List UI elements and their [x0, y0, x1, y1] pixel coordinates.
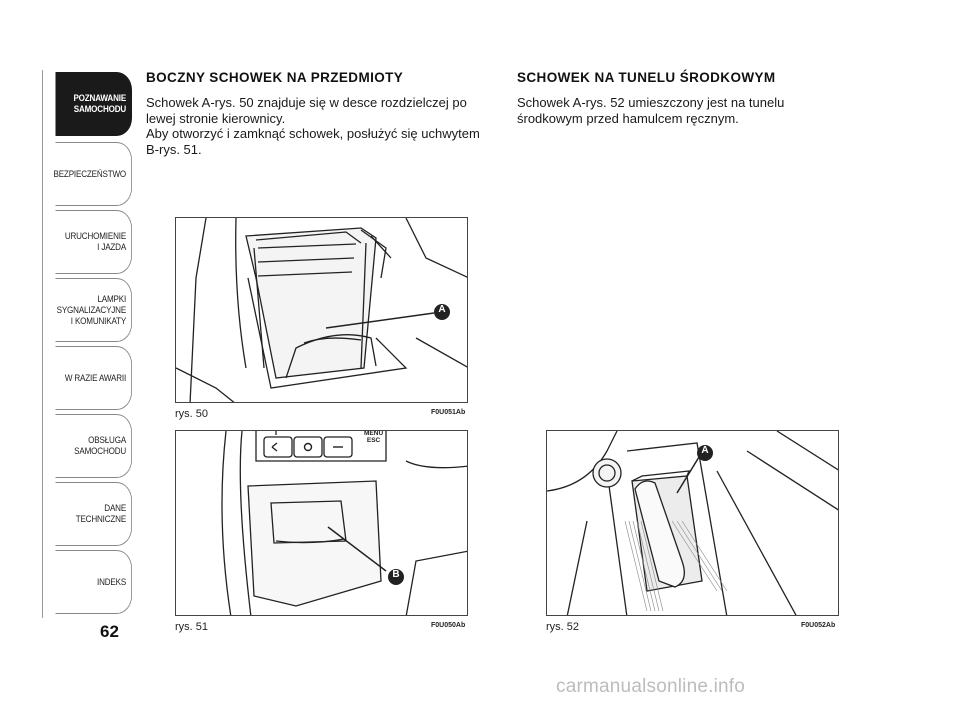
tab-w-razie-awarii[interactable]: W RAZIE AWARII — [55, 346, 132, 410]
section-body-side-compartment: Schowek A-rys. 50 znajduje się w desce r… — [146, 95, 480, 157]
tab-uruchomienie-i-jazda[interactable]: URUCHOMIENIE I JAZDA — [55, 210, 132, 274]
figure-52-code: F0U052Ab — [801, 622, 836, 629]
callout-a-label-52: A — [701, 445, 709, 456]
section-title-side-compartment: BOCZNY SCHOWEK NA PRZEDMIOTY — [146, 70, 404, 85]
callout-a-marker-52 — [697, 445, 713, 461]
esc-label: ESC — [366, 437, 381, 444]
section-title-tunnel-compartment: SCHOWEK NA TUNELU ŚRODKOWYM — [517, 70, 776, 85]
section-body-tunnel-compartment: Schowek A-rys. 52 umieszczony jest na tu… — [517, 95, 785, 126]
watermark: carmanualsonline.info — [556, 676, 746, 697]
tunnel-compartment-drawing — [547, 431, 838, 615]
figure-51-illustration: MENU ESC B — [175, 430, 468, 616]
tab-lampki-sygnalizacyjne[interactable]: LAMPKI SYGNALIZACYJNE I KOMUNIKATY — [55, 278, 132, 342]
figure-52-illustration: A — [546, 430, 839, 616]
tab-poznawanie-samochodu[interactable]: POZNAWANIE SAMOCHODU — [55, 72, 132, 136]
figure-50-code: F0U051Ab — [431, 409, 466, 416]
right-section: SCHOWEK NA TUNELU ŚRODKOWYM Schowek A-ry… — [517, 70, 867, 126]
callout-b-marker — [388, 569, 404, 585]
callout-a-marker — [434, 304, 450, 320]
tab-dane-techniczne[interactable]: DANE TECHNICZNE — [55, 482, 132, 546]
tab-obsluga-samochodu[interactable]: OBSŁUGA SAMOCHODU — [55, 414, 132, 478]
tab-indeks[interactable]: INDEKS — [55, 550, 132, 614]
callout-b-label: B — [392, 569, 400, 580]
figure-52-caption: rys. 52 — [546, 621, 580, 633]
tab-bezpieczenstwo[interactable]: BEZPIECZEŃSTWO — [53, 142, 132, 206]
callout-a-label: A — [438, 304, 446, 315]
left-section: BOCZNY SCHOWEK NA PRZEDMIOTY Schowek A-r… — [146, 70, 496, 157]
page-number: 62 — [100, 622, 119, 641]
sidebar-rule — [42, 70, 43, 618]
menu-esc-label: MENU ESC — [364, 430, 384, 444]
figure-50-caption: rys. 50 — [175, 408, 209, 420]
glovebox-handle-drawing — [221, 431, 467, 615]
menu-label: MENU — [364, 430, 384, 437]
figure-51-caption: rys. 51 — [175, 621, 209, 633]
figure-51-code: F0U050Ab — [431, 622, 466, 629]
glovebox-open-drawing — [176, 218, 467, 402]
figure-50-illustration: A — [175, 217, 468, 403]
